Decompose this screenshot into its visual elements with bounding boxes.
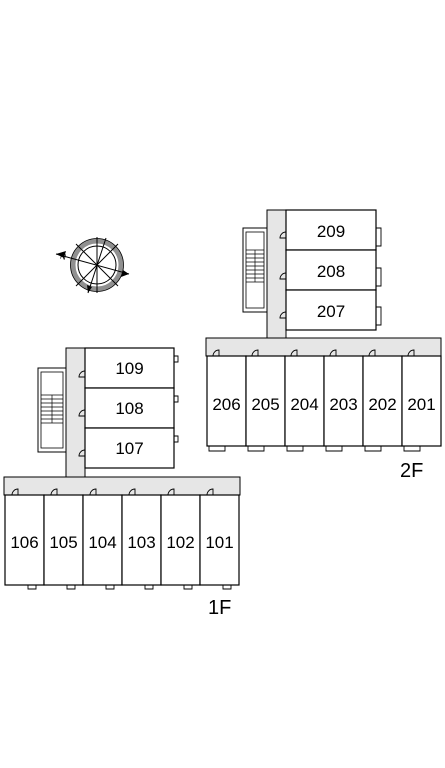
row-units-2f: 206 205 204 203 202 201 — [206, 349, 442, 452]
unit-207-label: 207 — [317, 302, 345, 321]
floor-2f: 209 208 207 206 205 204 203 202 201 — [205, 209, 442, 482]
corridor-1f — [3, 476, 241, 496]
unit-108-label: 108 — [115, 399, 143, 418]
staircase-2f — [242, 227, 268, 313]
compass-rose-icon: N — [55, 237, 130, 294]
unit-107-label: 107 — [115, 439, 143, 458]
corridor-2f-wing — [266, 209, 287, 341]
staircase-1f — [37, 367, 67, 453]
unit-209-label: 209 — [317, 222, 345, 241]
unit-104-label: 104 — [88, 533, 116, 552]
unit-102-label: 102 — [166, 533, 194, 552]
unit-208-label: 208 — [317, 262, 345, 281]
unit-103-label: 103 — [127, 533, 155, 552]
unit-106-label: 106 — [10, 533, 38, 552]
floor-label-2f: 2F — [400, 460, 423, 482]
corridor-1f-wing — [65, 347, 86, 479]
unit-202-label: 202 — [368, 395, 396, 414]
wing-units-2f: 209 208 207 — [279, 209, 382, 331]
floor-label-1f: 1F — [208, 597, 231, 619]
unit-201-label: 201 — [407, 395, 435, 414]
corridor-2f — [205, 337, 442, 357]
unit-203-label: 203 — [329, 395, 357, 414]
row-units-1f: 106 105 104 103 102 101 — [4, 488, 240, 590]
unit-109-label: 109 — [115, 359, 143, 378]
unit-206-label: 206 — [212, 395, 240, 414]
unit-205-label: 205 — [251, 395, 279, 414]
compass-north-label: N — [59, 252, 67, 262]
floor-1f: 109 108 107 106 105 104 103 102 101 — [3, 347, 241, 619]
unit-204-label: 204 — [290, 395, 318, 414]
unit-101-label: 101 — [205, 533, 233, 552]
wing-units-1f: 109 108 107 — [78, 347, 179, 469]
unit-105-label: 105 — [49, 533, 77, 552]
